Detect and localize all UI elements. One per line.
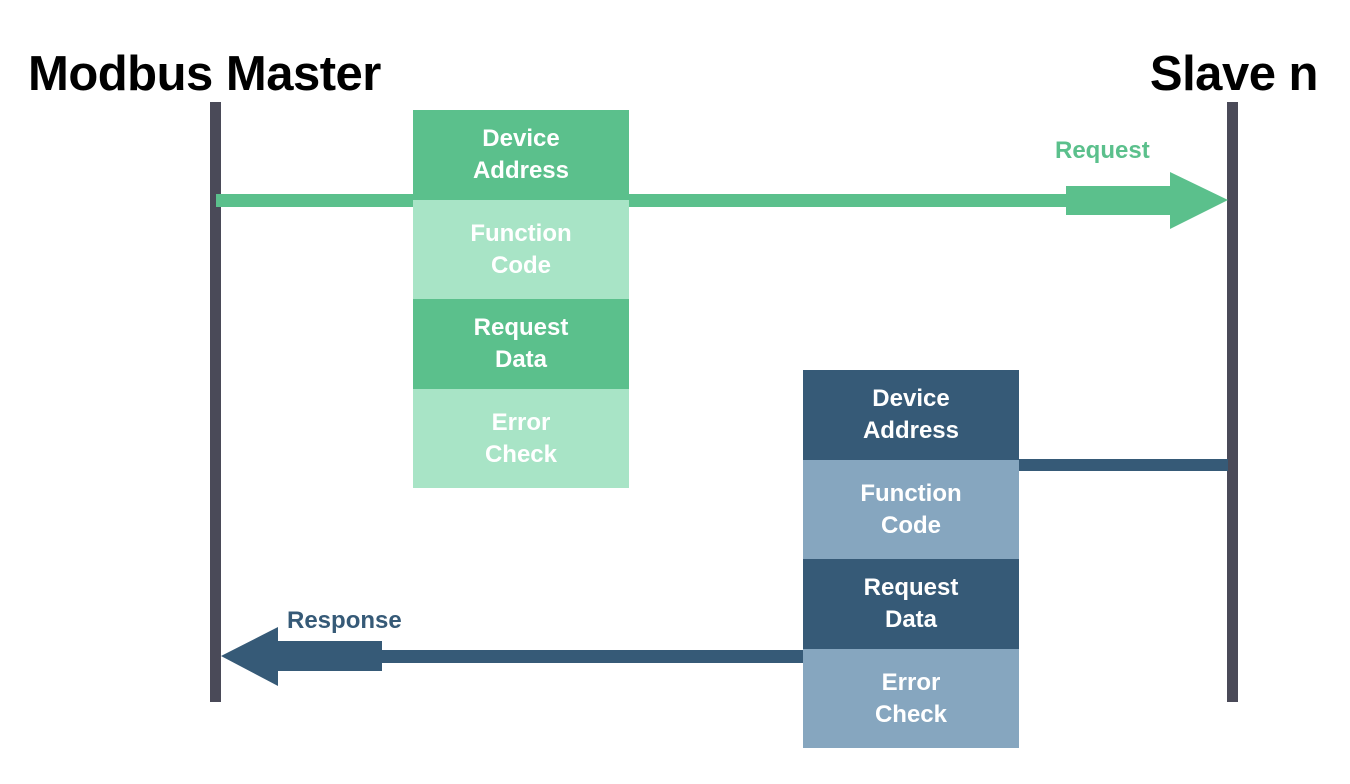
request-request-data-field: Request Data: [413, 299, 629, 389]
field-label-line1: Error: [491, 408, 551, 436]
field-label-line1: Request: [473, 314, 569, 341]
response-function-code-field: Function Code: [803, 460, 1019, 559]
field-label-line1: Function: [860, 479, 962, 507]
field-label-line2: Data: [494, 346, 548, 373]
request-function-code-field: Function Code: [413, 200, 629, 299]
request-device-address-field: Device Address: [413, 110, 629, 200]
response-label: Response: [287, 607, 402, 634]
field-label-line2: Code: [881, 511, 941, 539]
field-label-line1: Error: [881, 668, 941, 696]
response-arrow-head: [221, 627, 382, 686]
field-label-line1: Device: [482, 125, 560, 152]
response-device-address-field: Device Address: [803, 370, 1019, 460]
field-label-line2: Data: [884, 606, 938, 633]
response-error-check-field: Error Check: [803, 649, 1019, 748]
field-label-line2: Check: [874, 700, 948, 728]
field-label-line2: Address: [472, 157, 570, 184]
master-lifeline: [210, 102, 221, 702]
response-arrow-connector: [1018, 459, 1228, 471]
response-frame: Device Address Function Code Request Dat…: [803, 370, 1019, 748]
response-arrow-shaft: [380, 650, 804, 663]
field-label-line2: Address: [862, 417, 960, 444]
request-arrow-head: [1066, 172, 1228, 229]
response-request-data-field: Request Data: [803, 559, 1019, 649]
slave-lifeline: [1227, 102, 1238, 702]
field-label-line1: Device: [872, 385, 950, 412]
request-arrow-shaft: [216, 194, 1068, 207]
field-label-line1: Request: [863, 574, 959, 601]
field-label-line2: Check: [484, 440, 558, 468]
request-arrow: [216, 172, 1228, 229]
response-arrow: [221, 459, 1228, 686]
request-error-check-field: Error Check: [413, 389, 629, 488]
field-label-line2: Code: [491, 251, 551, 279]
request-label: Request: [1055, 137, 1150, 164]
field-label-line1: Function: [470, 219, 572, 247]
slave-title: Slave n: [1149, 47, 1319, 101]
master-title: Modbus Master: [28, 47, 381, 101]
request-frame: Device Address Function Code Request Dat…: [413, 110, 629, 488]
